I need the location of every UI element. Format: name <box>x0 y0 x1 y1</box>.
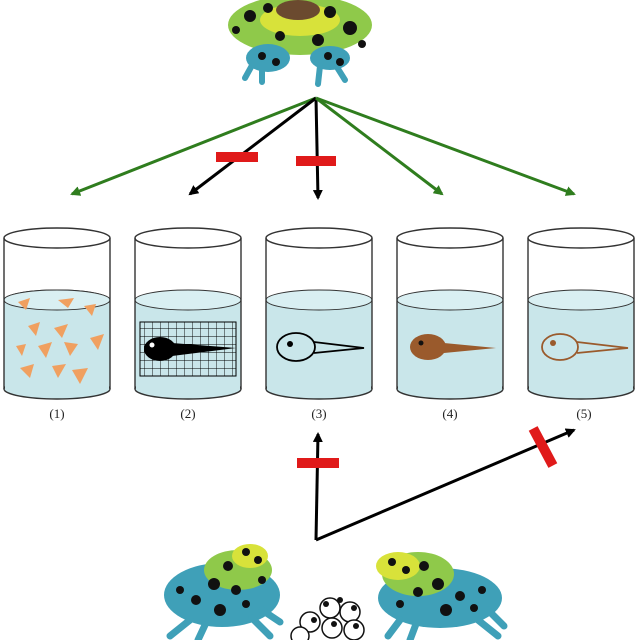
beaker-4: (4) <box>396 227 504 421</box>
arrow-up-to-beaker-3 <box>312 432 323 541</box>
arrow-to-beaker-1 <box>70 96 317 196</box>
beaker-1: (1) <box>3 227 111 421</box>
beaker-2-label: (2) <box>180 406 195 421</box>
arrow-to-beaker-4 <box>315 96 444 196</box>
bottom-left-frog-icon <box>164 544 284 640</box>
arrow-to-beaker-5-bottom <box>315 428 576 542</box>
block-bar-bottom-beaker-5 <box>528 426 558 468</box>
frog-eggs-icon <box>290 597 365 640</box>
beaker-1-label: (1) <box>49 406 64 421</box>
beaker-4-label: (4) <box>442 406 457 421</box>
arrow-to-beaker-3 <box>312 97 323 200</box>
outline-tadpole-black <box>276 332 365 362</box>
block-bar-beaker-2 <box>216 152 258 162</box>
beaker-3-label: (3) <box>311 406 326 421</box>
top-arrows <box>70 96 576 200</box>
bottom-arrows <box>297 426 576 542</box>
arrow-to-beaker-5 <box>315 96 576 196</box>
solid-brown-tadpole <box>410 334 496 360</box>
black-tadpole <box>144 337 236 361</box>
block-bar-bottom-beaker-3 <box>297 458 339 468</box>
beaker-3: (3) <box>265 227 373 421</box>
food-fragments <box>16 298 104 384</box>
beaker-5: (5) <box>527 227 635 421</box>
outline-tadpole-brown <box>541 333 629 361</box>
top-frog-icon <box>228 0 372 87</box>
beaker-2: (2) <box>134 227 242 421</box>
beaker-5-label: (5) <box>576 406 591 421</box>
bottom-right-frog-icon <box>376 552 508 640</box>
arrow-to-beaker-2 <box>188 96 317 196</box>
block-bar-beaker-3 <box>296 156 336 166</box>
